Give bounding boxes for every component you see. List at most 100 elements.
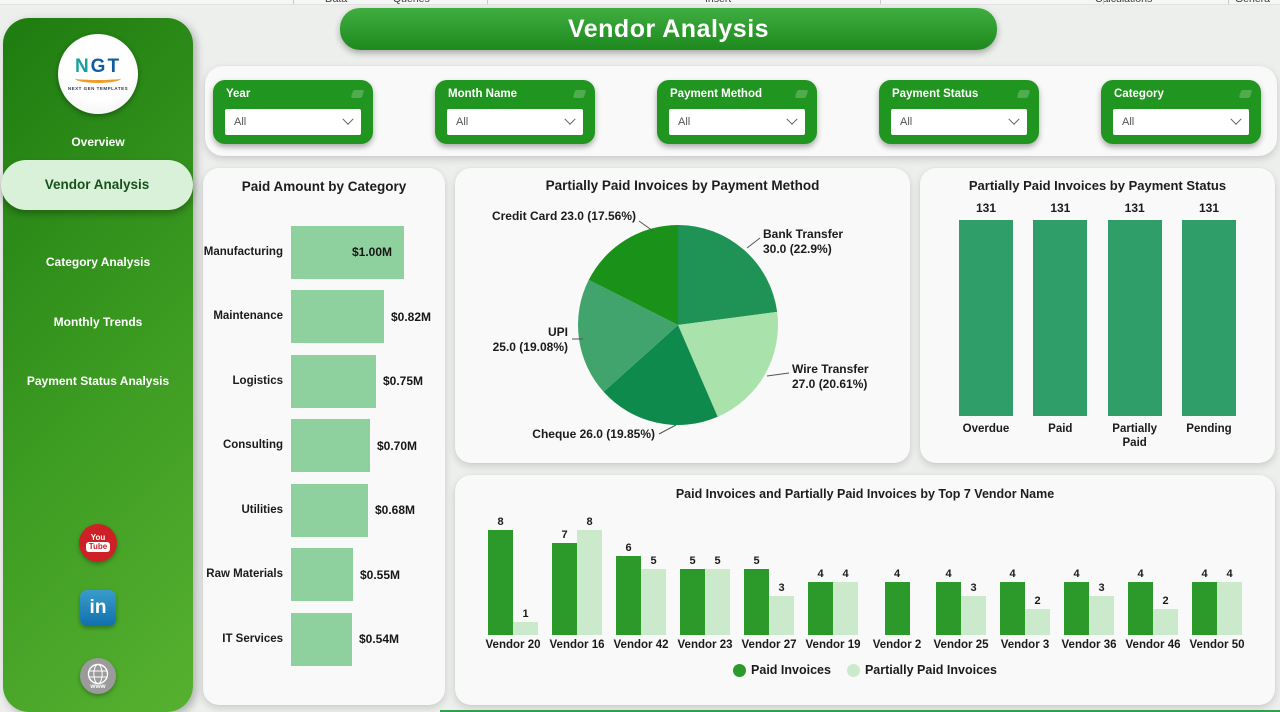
sidebar-item-category-analysis[interactable]: Category Analysis <box>45 255 151 269</box>
sidebar-item-overview[interactable]: Overview <box>71 135 125 149</box>
category-bar[interactable] <box>291 483 368 537</box>
status-bar-paid[interactable] <box>1033 220 1088 416</box>
vendor-bar-paid-invoices[interactable] <box>744 569 769 635</box>
clear-selections-icon[interactable] <box>572 90 587 98</box>
ribbon-tab-insert[interactable]: Insert <box>705 0 731 4</box>
vendor-bar-partially-paid-invoices[interactable] <box>833 582 858 635</box>
payment-status-columns-card: Partially Paid Invoices by Payment Statu… <box>920 168 1275 463</box>
vendor-bar-paid-invoices[interactable] <box>1000 582 1025 635</box>
pie-slice-label: Cheque 26.0 (19.85%) <box>532 427 655 441</box>
app-ribbon: Data Queries Insert Calculations Genera <box>0 0 1280 5</box>
vendor-bar-partially-paid-invoices[interactable] <box>705 569 730 635</box>
linkedin-icon[interactable]: in <box>80 590 116 626</box>
ribbon-separator <box>1103 0 1104 4</box>
category-bar[interactable] <box>291 225 404 279</box>
sidebar-item-vendor-analysis[interactable]: Vendor Analysis <box>1 160 193 210</box>
category-bar[interactable] <box>291 612 352 666</box>
status-bar-value: 131 <box>1198 201 1219 215</box>
vendor-bar-value: 4 <box>817 568 824 580</box>
category-bar-row: IT Services$0.54M <box>203 607 445 672</box>
category-bar-row: Consulting$0.70M <box>203 414 445 479</box>
ribbon-tab-calculations[interactable]: Calculations <box>1095 0 1152 4</box>
vendor-bar-partially-paid-invoices[interactable] <box>577 530 602 635</box>
vendor-bar-paid-invoices[interactable] <box>808 582 833 635</box>
vendor-bar-paid-invoices[interactable] <box>936 582 961 635</box>
vendor-bar-paid-invoices[interactable] <box>552 543 577 635</box>
vendor-bar-value: 4 <box>1201 568 1208 580</box>
slicer-dropdown[interactable]: All <box>1113 109 1249 135</box>
vendor-bar-value: 2 <box>1034 595 1041 607</box>
vendor-bar-partially-paid-invoices[interactable] <box>641 569 666 635</box>
vendor-bar-value: 2 <box>1162 595 1169 607</box>
slicer-value: All <box>900 116 913 128</box>
vendor-bar-partially-paid-invoices[interactable] <box>1025 609 1050 635</box>
youtube-icon[interactable]: You Tube <box>79 524 117 562</box>
sidebar-item-payment-status-analysis[interactable]: Payment Status Analysis <box>26 374 170 388</box>
vendor-bar-paid-invoices[interactable] <box>1064 582 1089 635</box>
sidebar-item-monthly-trends[interactable]: Monthly Trends <box>53 315 143 329</box>
pie-slice-upi[interactable] <box>578 279 678 392</box>
ribbon-tab-data[interactable]: Data <box>325 0 347 4</box>
status-bar-pending[interactable] <box>1181 220 1236 416</box>
category-bar-value: $0.82M <box>391 309 432 324</box>
category-bar-value: $1.00M <box>351 245 392 260</box>
chevron-down-icon <box>1008 113 1020 125</box>
vendor-bar-paid-invoices[interactable] <box>1192 582 1217 635</box>
slicer-dropdown[interactable]: All <box>669 109 805 135</box>
pie-slice-wire-transfer[interactable] <box>678 311 778 417</box>
clear-selections-icon[interactable] <box>350 90 365 98</box>
vendor-bar-paid-invoices[interactable] <box>616 556 641 635</box>
slicer-dropdown[interactable]: All <box>225 109 361 135</box>
vendor-bar-partially-paid-invoices[interactable] <box>513 622 538 635</box>
ribbon-separator <box>487 0 488 4</box>
pie-slice-bank-transfer[interactable] <box>678 225 778 325</box>
vendor-bar-partially-paid-invoices[interactable] <box>1089 596 1114 635</box>
vendor-bar-paid-invoices[interactable] <box>884 582 910 635</box>
vendor-bar-value: 3 <box>970 582 977 594</box>
vendor-category-label: Vendor 46 <box>1125 639 1181 651</box>
category-label: Utilities <box>241 503 283 516</box>
ribbon-tab-queries[interactable]: Queries <box>393 0 430 4</box>
page-title-banner: Vendor Analysis <box>340 8 997 50</box>
payment-method-pie-card: Partially Paid Invoices by Payment Metho… <box>455 168 910 463</box>
category-bar[interactable] <box>291 419 370 473</box>
vendor-bar-value: 1 <box>522 608 529 620</box>
ngt-logo-subtext: NEXT GEN TEMPLATES <box>67 86 129 91</box>
vendor-bar-paid-invoices[interactable] <box>680 569 705 635</box>
vendor-bar-partially-paid-invoices[interactable] <box>769 596 794 635</box>
pie-callout-line <box>746 237 761 249</box>
status-bar-partially-paid[interactable] <box>1107 220 1162 416</box>
vendor-bar-partially-paid-invoices[interactable] <box>1217 582 1242 635</box>
category-label: Manufacturing <box>203 245 283 258</box>
category-bar[interactable] <box>291 290 384 344</box>
pie-slice-credit-card[interactable] <box>588 225 678 325</box>
pie-slice-cheque[interactable] <box>603 325 718 425</box>
category-bar[interactable] <box>291 354 376 408</box>
vendor-bar-value: 6 <box>625 542 632 554</box>
vendor-category-label: Vendor 16 <box>549 639 605 651</box>
vendor-bar-partially-paid-invoices[interactable] <box>961 596 986 635</box>
ribbon-tab-genera[interactable]: Genera <box>1235 0 1270 4</box>
pie-callout-line <box>638 220 654 232</box>
paid-amount-by-category-card: Paid Amount by Category Manufacturing$1.… <box>203 168 445 705</box>
chevron-down-icon <box>786 113 798 125</box>
vendor-bar-paid-invoices[interactable] <box>488 530 513 635</box>
vendor-bar-partially-paid-invoices[interactable] <box>1153 609 1178 635</box>
slicer-dropdown[interactable]: All <box>891 109 1027 135</box>
clear-selections-icon[interactable] <box>794 90 809 98</box>
status-bar-overdue[interactable] <box>959 220 1013 416</box>
payment-method-pie-title: Partially Paid Invoices by Payment Metho… <box>545 178 820 193</box>
website-globe-icon[interactable]: www <box>80 658 116 694</box>
category-bar[interactable] <box>291 548 353 602</box>
clear-selections-icon[interactable] <box>1238 90 1253 98</box>
slicer-dropdown[interactable]: All <box>447 109 583 135</box>
vendor-bar-paid-invoices[interactable] <box>1128 582 1153 635</box>
clear-selections-icon[interactable] <box>1016 90 1031 98</box>
